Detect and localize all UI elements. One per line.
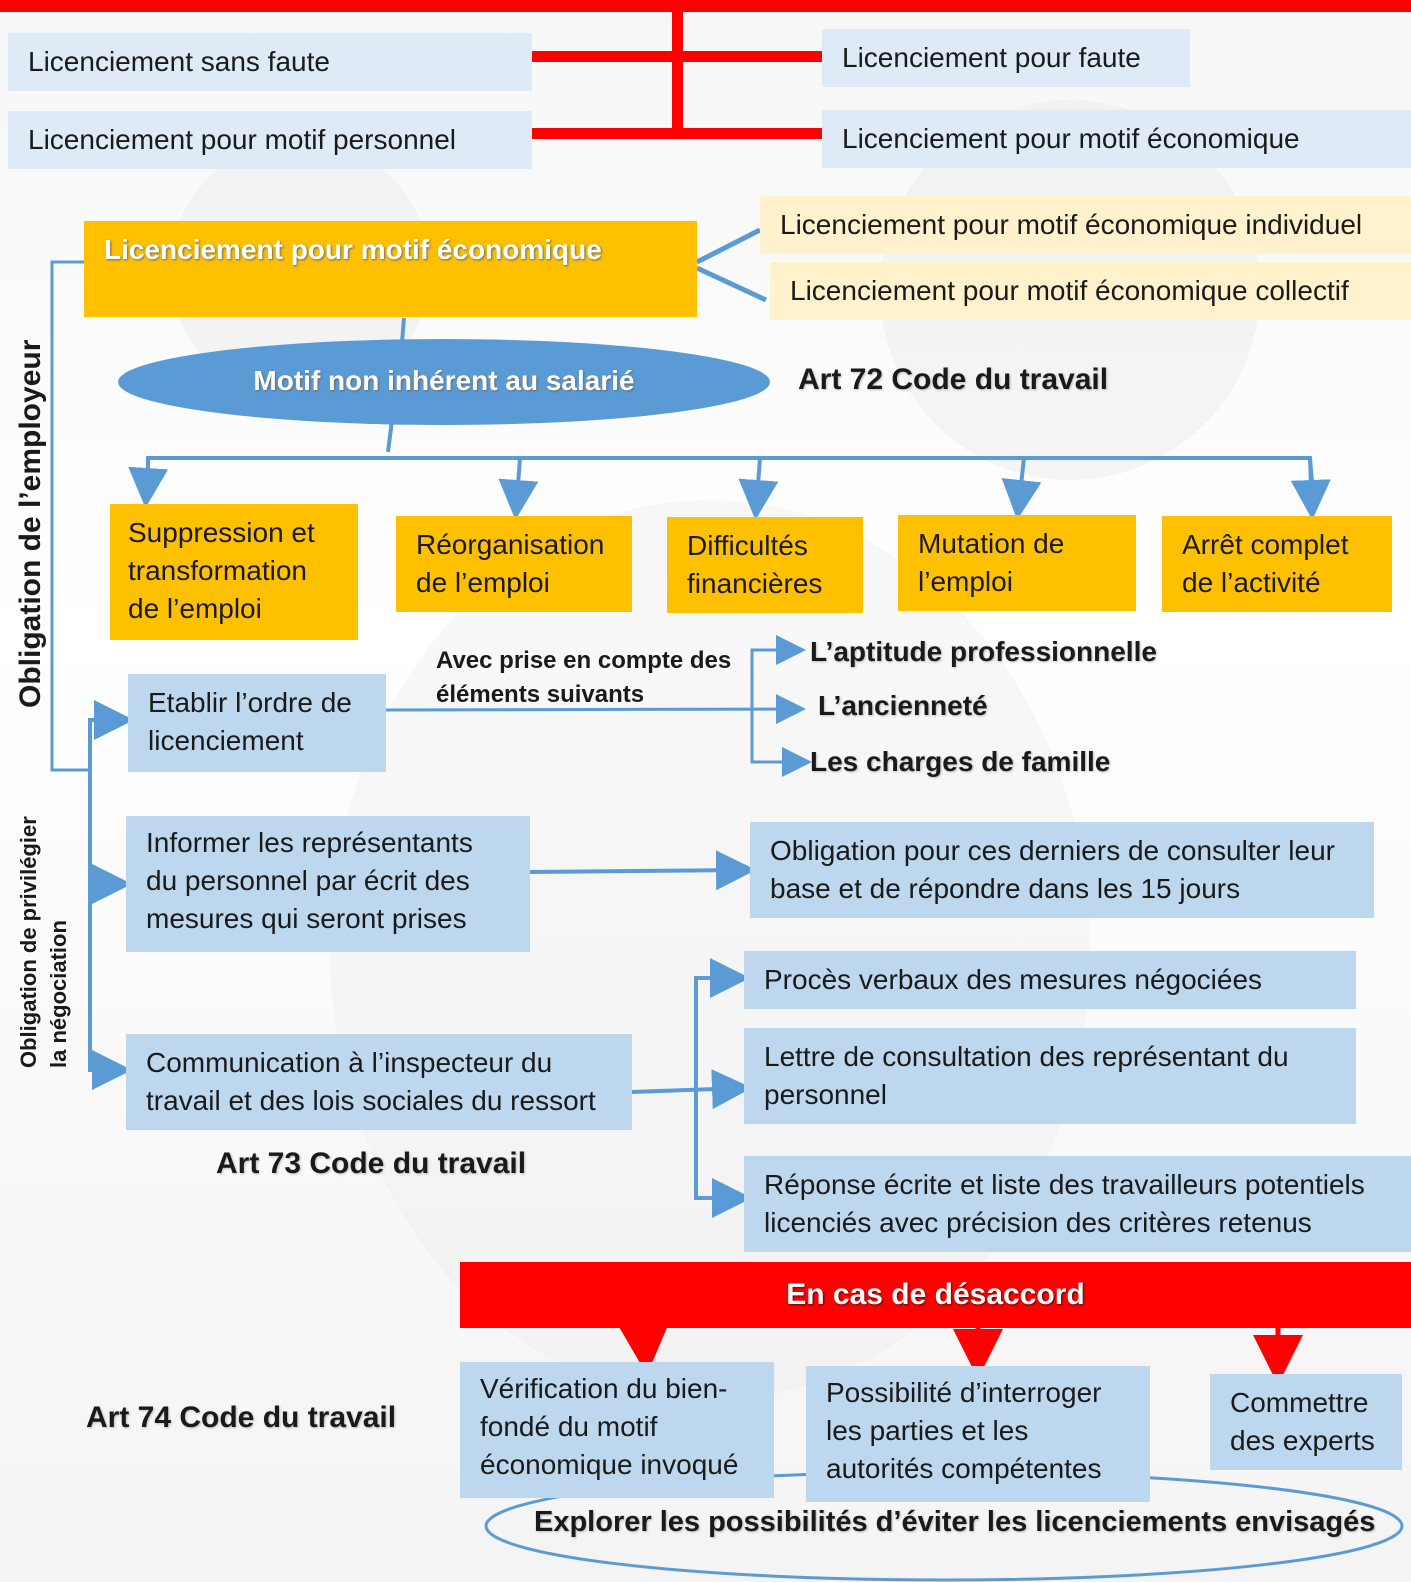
economique-collectif: Licenciement pour motif économique colle… — [770, 262, 1411, 320]
explorer-label: Explorer les possibilités d’éviter les l… — [534, 1506, 1376, 1538]
critere-charges: Les charges de famille — [810, 746, 1111, 777]
art73-label: Art 73 Code du travail — [216, 1147, 527, 1180]
critere-aptitude: L’aptitude professionnelle — [810, 636, 1157, 667]
top-red-bar — [0, 0, 1411, 12]
cause-difficultes: Difficultés financières — [667, 517, 863, 613]
type-pour-faute-label: Licenciement pour faute — [842, 42, 1141, 73]
avec-prise-label: Avec prise en compte des éléments suivan… — [436, 647, 732, 708]
cause-reorganisation-label: Réorganisation de l’emploi — [416, 529, 605, 598]
motif-label: Motif non inhérent au salarié — [118, 362, 770, 400]
economique-individuel-label: Licenciement pour motif économique indiv… — [780, 209, 1363, 240]
consultation-result-box: Obligation pour ces derniers de consulte… — [750, 822, 1374, 918]
motif-text: Motif non inhérent au salarié — [253, 365, 635, 396]
communication-box: Communication à l’inspecteur du travail … — [126, 1034, 632, 1130]
informer-box: Informer les représentants du personnel … — [126, 816, 530, 952]
consultation-result-label: Obligation pour ces derniers de consulte… — [770, 835, 1335, 904]
type-sans-faute: Licenciement sans faute — [8, 33, 532, 91]
type-motif-personnel-label: Licenciement pour motif personnel — [28, 124, 457, 155]
economique-individuel: Licenciement pour motif économique indiv… — [760, 196, 1411, 254]
cause-suppression-label: Suppression et transformation de l’emplo… — [128, 517, 315, 624]
cause-arret: Arrêt complet de l’activité — [1162, 516, 1392, 612]
action-verification-label: Vérification du bien-fondé du motif écon… — [480, 1373, 739, 1480]
cause-mutation: Mutation de l’emploi — [898, 515, 1136, 611]
art72-label: Art 72 Code du travail — [798, 363, 1109, 396]
cause-mutation-label: Mutation de l’emploi — [918, 528, 1065, 597]
document-proces-verbaux: Procès verbaux des mesures négociées — [744, 951, 1356, 1009]
desaccord-title: En cas de désaccord — [786, 1278, 1085, 1311]
document-lettre-consultation: Lettre de consultation des représentant … — [744, 1028, 1356, 1124]
type-sans-faute-label: Licenciement sans faute — [28, 46, 330, 77]
desaccord-banner: En cas de désaccord — [460, 1262, 1411, 1328]
document-lettre-consultation-label: Lettre de consultation des représentant … — [764, 1041, 1289, 1110]
art74-label: Art 74 Code du travail — [86, 1401, 397, 1434]
ordre-licenciement-label: Etablir l’ordre de licenciement — [148, 687, 352, 756]
document-reponse-ecrite-label: Réponse écrite et liste des travailleurs… — [764, 1169, 1365, 1238]
type-motif-economique: Licenciement pour motif économique — [822, 110, 1411, 168]
action-experts: Commettre des experts — [1210, 1374, 1402, 1470]
obligation-negociation-label: Obligation de privilégier la négociation — [14, 816, 74, 1068]
action-experts-label: Commettre des experts — [1230, 1387, 1375, 1456]
economique-collectif-label: Licenciement pour motif économique colle… — [790, 275, 1349, 306]
obligation-negociation-line2: la négociation — [46, 920, 71, 1068]
action-interroger: Possibilité d’interroger les parties et … — [806, 1366, 1150, 1502]
critere-anciennete: L’ancienneté — [818, 690, 988, 721]
cause-difficultes-label: Difficultés financières — [687, 530, 823, 599]
action-interroger-label: Possibilité d’interroger les parties et … — [826, 1377, 1102, 1484]
type-motif-economique-label: Licenciement pour motif économique — [842, 123, 1300, 154]
document-reponse-ecrite: Réponse écrite et liste des travailleurs… — [744, 1156, 1411, 1252]
type-motif-personnel: Licenciement pour motif personnel — [8, 111, 532, 169]
informer-label: Informer les représentants du personnel … — [146, 827, 473, 934]
obligation-employeur-label: Obligation de l’employeur — [14, 339, 47, 708]
type-pour-faute: Licenciement pour faute — [822, 29, 1190, 87]
document-proces-verbaux-label: Procès verbaux des mesures négociées — [764, 964, 1263, 995]
obligation-negociation-line1: Obligation de privilégier — [16, 816, 41, 1068]
cause-arret-label: Arrêt complet de l’activité — [1182, 529, 1349, 598]
main-economique-title: Licenciement pour motif économique — [104, 234, 602, 265]
communication-label: Communication à l’inspecteur du travail … — [146, 1047, 596, 1116]
action-verification: Vérification du bien-fondé du motif écon… — [460, 1362, 774, 1498]
cause-reorganisation: Réorganisation de l’emploi — [396, 516, 632, 612]
cause-suppression: Suppression et transformation de l’emplo… — [110, 504, 358, 640]
main-economique-box: Licenciement pour motif économique — [84, 221, 697, 317]
ordre-licenciement-box: Etablir l’ordre de licenciement — [128, 674, 386, 772]
motif-ellipse — [118, 339, 770, 425]
